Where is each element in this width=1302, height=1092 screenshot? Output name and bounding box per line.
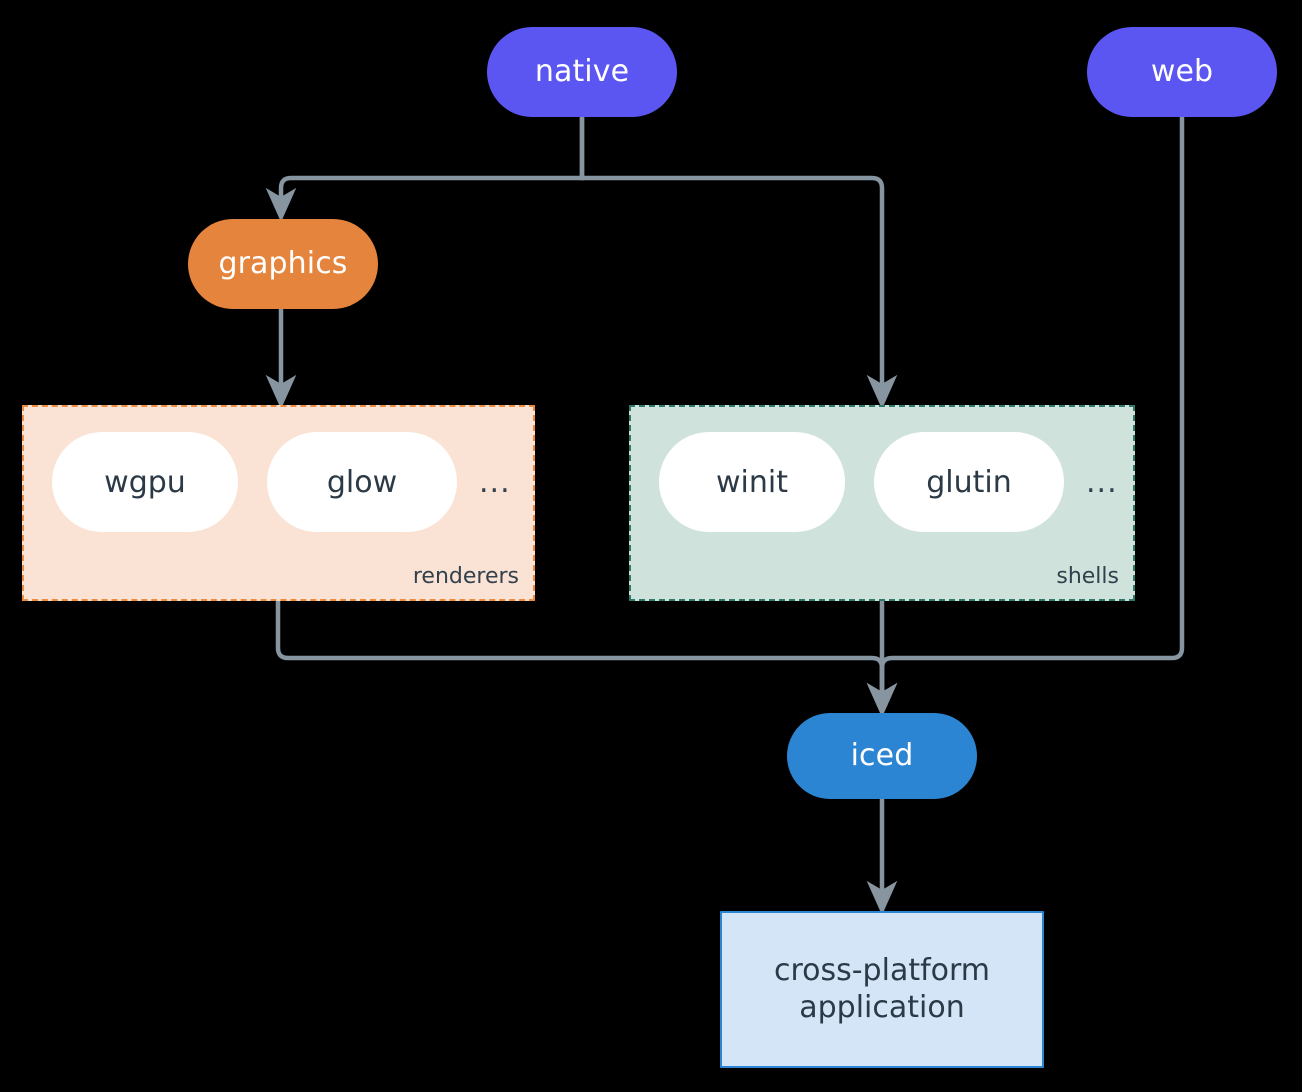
group-renderers-label: renderers (412, 564, 519, 589)
node-glow-label: glow (326, 464, 398, 500)
edge-renderers-to-iced (275, 601, 898, 718)
edge-native-to-graphics (265, 117, 585, 223)
node-web-label: web (1150, 53, 1214, 89)
node-application-label-line1: cross-platform (773, 952, 991, 988)
node-native[interactable]: native (487, 27, 677, 117)
node-glutin-label: glutin (926, 464, 1012, 500)
node-wgpu[interactable]: wgpu (52, 432, 238, 532)
node-wgpu-label: wgpu (104, 464, 186, 500)
node-graphics-label: graphics (218, 245, 348, 281)
shells-overflow-ellipsis: ... (1086, 465, 1118, 500)
node-glow[interactable]: glow (267, 432, 457, 532)
node-iced[interactable]: iced (787, 713, 977, 799)
node-native-label: native (534, 53, 630, 89)
node-winit-label: winit (716, 464, 788, 500)
group-shells-label: shells (1056, 564, 1119, 589)
node-cross-platform-application[interactable]: cross-platform application (720, 911, 1044, 1068)
renderers-overflow-ellipsis: ... (479, 465, 511, 500)
group-shells[interactable]: winit glutin ... shells (629, 405, 1135, 601)
node-winit[interactable]: winit (659, 432, 845, 532)
node-web[interactable]: web (1087, 27, 1277, 117)
node-iced-label: iced (850, 737, 914, 773)
node-graphics[interactable]: graphics (188, 219, 378, 309)
edge-native-to-shells (579, 117, 898, 410)
node-application-label-line2: application (799, 989, 965, 1025)
group-renderers[interactable]: wgpu glow ... renderers (22, 405, 535, 601)
node-glutin[interactable]: glutin (874, 432, 1064, 532)
